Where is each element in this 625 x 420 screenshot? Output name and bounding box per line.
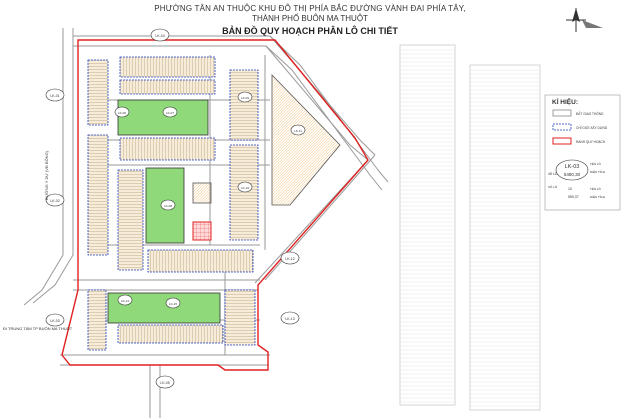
road-labels: ĐƯỜNG Y DỰ (VĐ BỎNG) ĐI TRUNG TÂM TP BUÔ…: [3, 150, 73, 331]
svg-text:LK-06: LK-06: [118, 111, 126, 115]
svg-text:LK-03: LK-03: [50, 319, 59, 323]
legend-panel: KÍ HIỆU: ĐẤT GIAO THÔNG CHỈ GIỚI XÂY DỰN…: [544, 94, 621, 211]
table-rows: [400, 49, 540, 407]
svg-text:LK-15: LK-15: [169, 302, 177, 306]
lot-label[interactable]: LK-09: [237, 91, 253, 103]
lot-label[interactable]: LK-05: [155, 375, 175, 389]
bottom-left-road-label: ĐI TRUNG TÂM TP BUÔN MA THUỘT: [3, 326, 73, 331]
svg-text:RANH QUY HOẠCH: RANH QUY HOẠCH: [576, 140, 606, 144]
svg-text:10: 10: [568, 187, 572, 191]
lot-label[interactable]: LK-08: [160, 199, 176, 211]
lot-label[interactable]: LK-06: [114, 106, 130, 118]
lot-label[interactable]: LK-07: [162, 106, 178, 118]
legend-sample-label: LK-03 5480,30 45 LÔ TÊN LÔ DIỆN TÍCH SỐ …: [548, 159, 605, 199]
svg-text:TÊN LÔ: TÊN LÔ: [590, 161, 602, 166]
lot-label[interactable]: LK-03: [45, 313, 65, 327]
legend-item-boundary: RANH QUY HOẠCH: [552, 137, 606, 145]
svg-text:LK-12: LK-12: [285, 257, 294, 261]
legend-heading: KÍ HIỆU:: [552, 97, 578, 106]
area-table: [399, 44, 541, 411]
left-road-label: ĐƯỜNG Y DỰ (VĐ BỎNG): [44, 150, 49, 200]
svg-text:45 LÔ: 45 LÔ: [548, 171, 558, 176]
hatched-land-parcels: [192, 74, 341, 241]
lot-labels: LK-04 LK-01 LK-02 LK-03 LK-05 LK-06 LK-0…: [45, 28, 306, 389]
svg-text:LK-02: LK-02: [50, 199, 59, 203]
svg-text:DIỆN TÍCH: DIỆN TÍCH: [590, 194, 605, 199]
lot-label[interactable]: LK-10: [237, 181, 253, 193]
title-line-1: PHƯỜNG TÂN AN THUỘC KHU ĐÔ THỊ PHÍA BẮC …: [154, 4, 466, 13]
lot-label[interactable]: LK-11: [290, 124, 306, 136]
compass-logo-icon: [566, 8, 603, 32]
map-title-block: PHƯỜNG TÂN AN THUỘC KHU ĐÔ THỊ PHÍA BẮC …: [150, 4, 470, 37]
svg-text:DIỆN TÍCH: DIỆN TÍCH: [590, 169, 605, 174]
lot-label[interactable]: LK-12: [280, 251, 300, 265]
residential-lots: [87, 56, 259, 351]
svg-text:SỐ LÔ: SỐ LÔ: [548, 184, 558, 189]
lot-label[interactable]: LK-15: [165, 297, 181, 309]
svg-text:CHỈ GIỚI XÂY DỰNG: CHỈ GIỚI XÂY DỰNG: [576, 125, 608, 130]
lot-label[interactable]: LK-14: [117, 294, 133, 306]
lot-label[interactable]: LK-01: [45, 88, 65, 102]
lot-label[interactable]: LK-13: [280, 311, 300, 325]
svg-text:559,37: 559,37: [568, 195, 579, 199]
svg-text:LK-08: LK-08: [164, 204, 172, 208]
lot-label[interactable]: LK-04: [150, 28, 170, 42]
lot-label[interactable]: LK-02: [45, 193, 65, 207]
planning-boundary: [61, 39, 369, 371]
svg-text:5480,30: 5480,30: [564, 172, 581, 177]
svg-text:LK-05: LK-05: [160, 381, 169, 385]
svg-text:LK-07: LK-07: [166, 111, 174, 115]
legend-item-building-line: CHỈ GIỚI XÂY DỰNG: [552, 123, 608, 131]
svg-text:LK-10: LK-10: [241, 186, 249, 190]
svg-text:LK-11: LK-11: [294, 129, 302, 133]
title-line-3: BẢN ĐỒ QUY HOẠCH PHÂN LÔ CHI TIẾT: [222, 26, 398, 36]
svg-text:TÊN LÔ: TÊN LÔ: [590, 186, 602, 191]
svg-text:LK-01: LK-01: [50, 94, 59, 98]
svg-text:LK-09: LK-09: [241, 96, 249, 100]
svg-text:LK-14: LK-14: [121, 299, 129, 303]
svg-text:LK-04: LK-04: [155, 34, 164, 38]
svg-text:ĐẤT GIAO THÔNG: ĐẤT GIAO THÔNG: [576, 111, 604, 116]
svg-text:LK-03: LK-03: [565, 164, 580, 170]
svg-text:LK-13: LK-13: [285, 317, 294, 321]
title-line-2: THÀNH PHỐ BUÔN MA THUỘT: [252, 14, 368, 23]
legend-item-road: ĐẤT GIAO THÔNG: [552, 109, 604, 117]
